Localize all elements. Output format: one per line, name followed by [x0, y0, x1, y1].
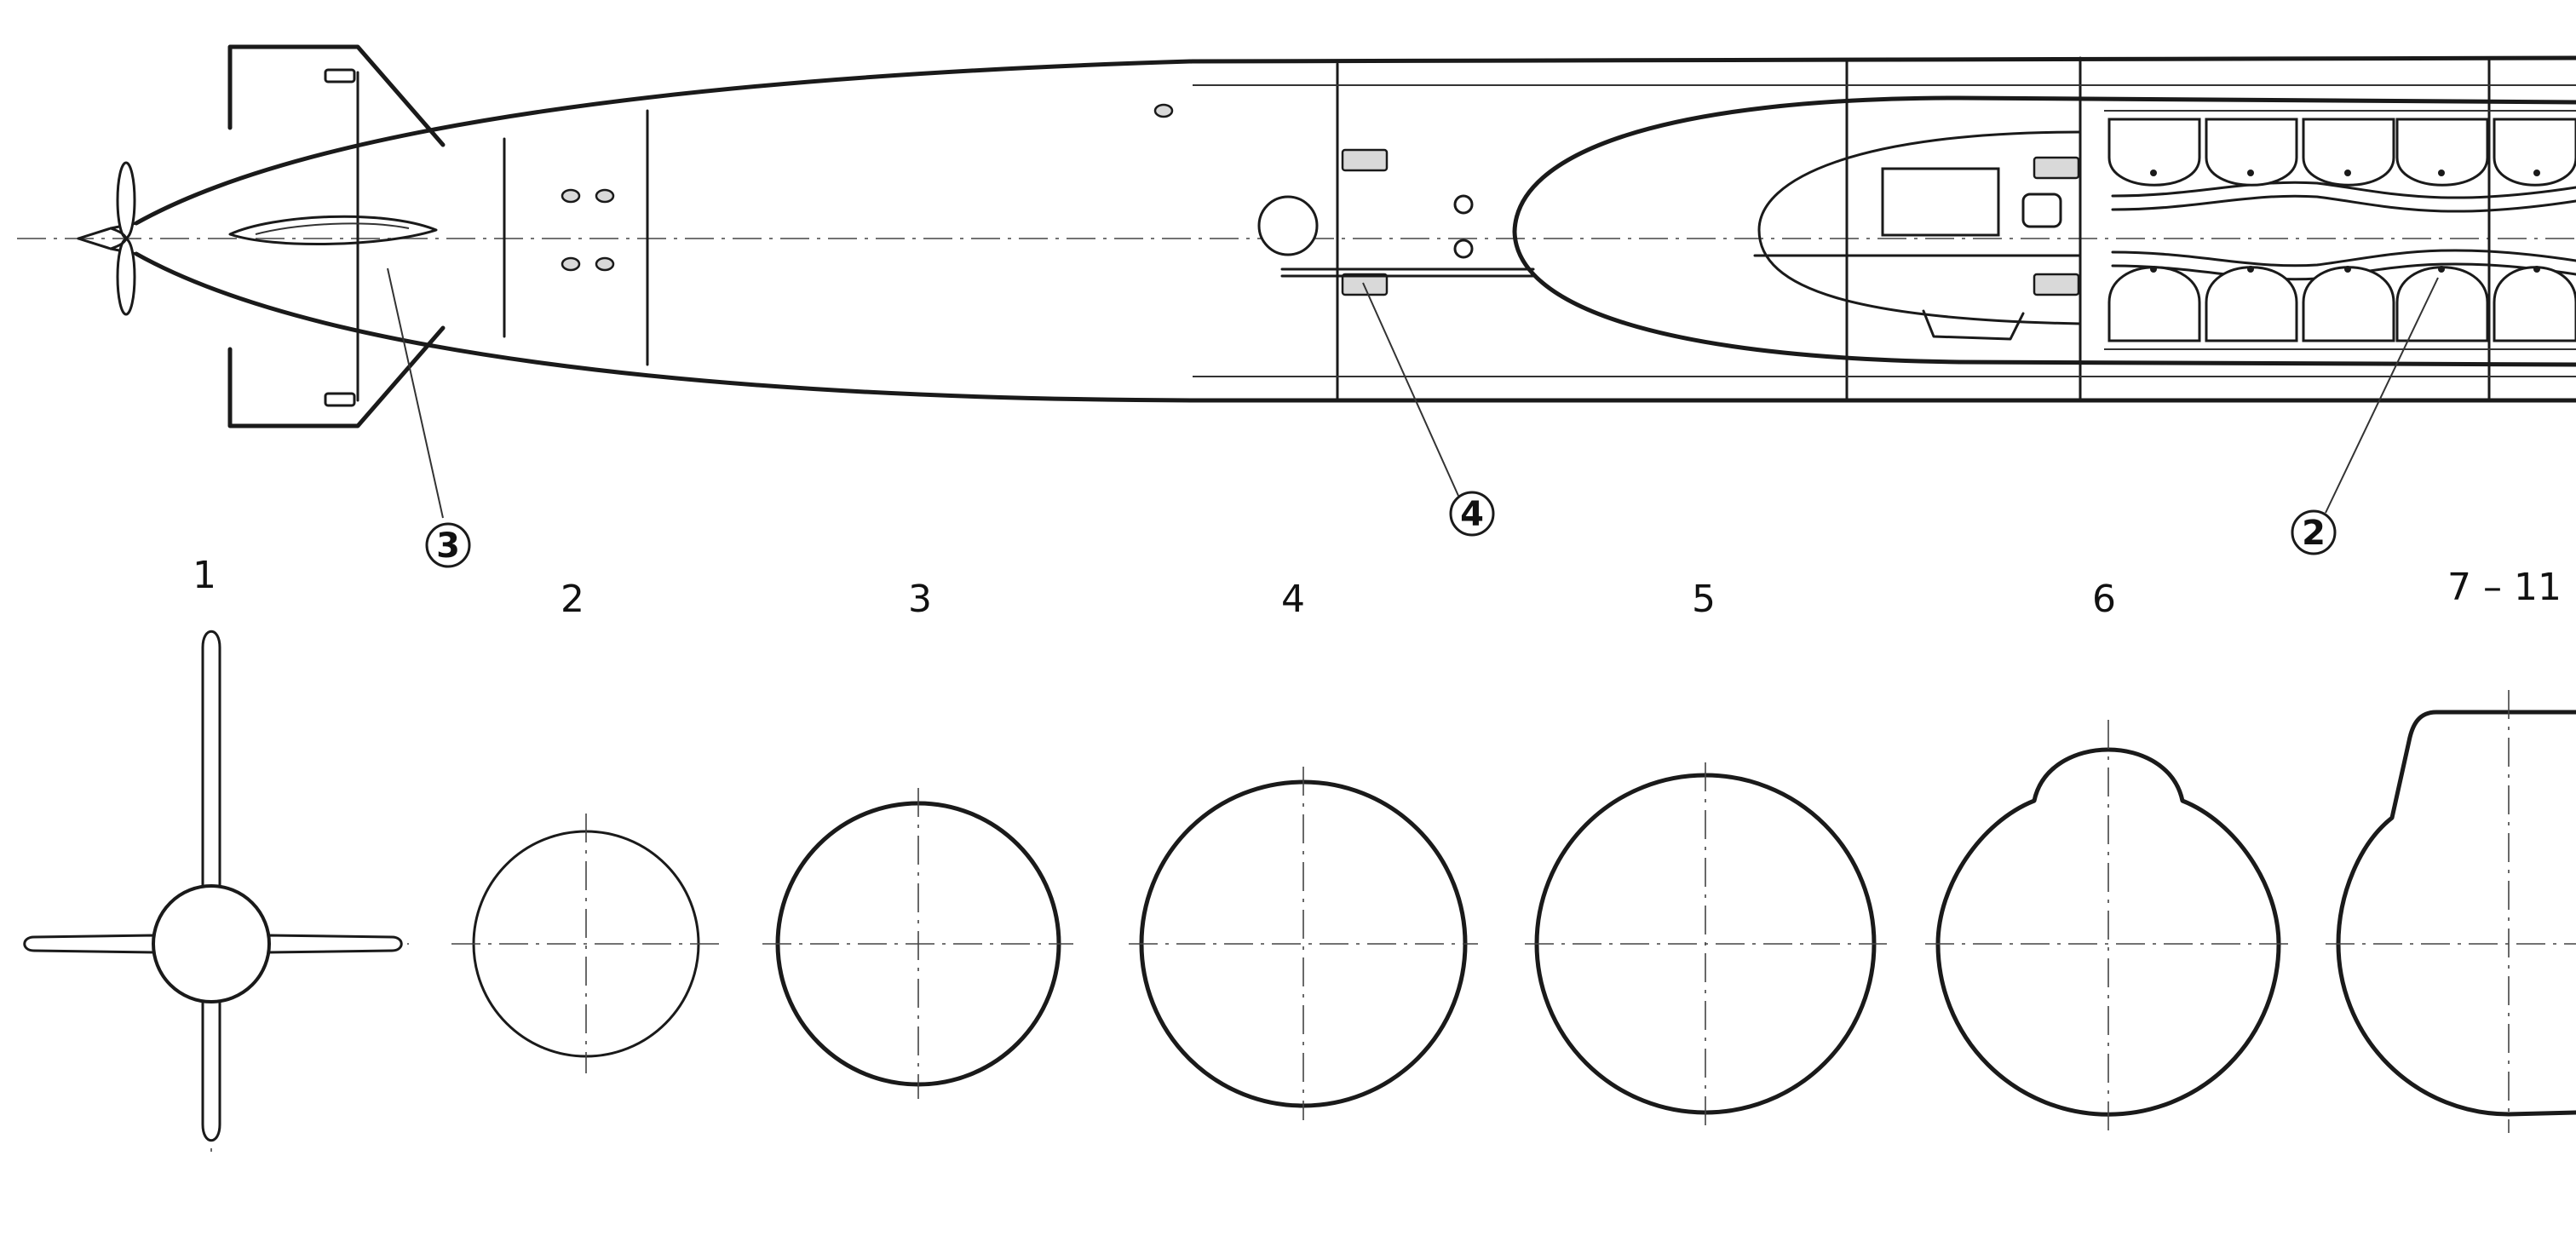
- pressure-hull: [1512, 95, 2576, 367]
- section-label-5: 5: [1692, 578, 1716, 621]
- section-5: [1525, 762, 1887, 1129]
- section-label-4: 4: [1281, 578, 1305, 621]
- leader-line-4: [1362, 282, 1459, 497]
- section-6: [1925, 720, 2291, 1133]
- section-label-6: 6: [2092, 578, 2116, 621]
- section-4: [1129, 767, 1478, 1120]
- callout-4: 4: [1449, 491, 1495, 537]
- inner-cabin: [1757, 130, 2082, 325]
- lower-stern-fin: [227, 325, 446, 428]
- seat-rows: [2104, 110, 2576, 350]
- section-labels: 1 2 3 4 5 6 7 – 11: [193, 554, 2562, 621]
- section-3: [762, 788, 1073, 1099]
- fin-hinge-upper: [324, 68, 356, 83]
- section-2: [451, 814, 720, 1073]
- fin-hinge-lower: [324, 392, 356, 407]
- leader-line-2: [2325, 277, 2439, 514]
- callout-2: 2: [2291, 509, 2337, 555]
- section-label-3: 3: [908, 578, 932, 621]
- section-label-2: 2: [561, 578, 584, 621]
- callout-3: 3: [425, 522, 471, 568]
- equipment-box: [1881, 167, 2000, 237]
- hull-plan-view: 3 4 2: [17, 44, 2576, 568]
- section-label-7-11: 7 – 11: [2447, 566, 2562, 609]
- upper-stern-fin: [227, 44, 446, 147]
- callout-3-label: 3: [436, 526, 460, 566]
- cross-sections: [23, 630, 2576, 1159]
- callout-2-label: 2: [2302, 514, 2326, 553]
- hull-frame-lines: [503, 56, 2576, 402]
- section-label-1: 1: [193, 554, 216, 597]
- stern-fairing: [228, 215, 438, 245]
- hull-outline: [134, 55, 2576, 403]
- section-1: [23, 630, 409, 1159]
- section-7-11: [2326, 690, 2576, 1133]
- hull-fittings: [561, 103, 1535, 296]
- leader-line-3: [387, 267, 444, 519]
- propeller: [77, 161, 138, 316]
- callout-4-label: 4: [1460, 495, 1484, 534]
